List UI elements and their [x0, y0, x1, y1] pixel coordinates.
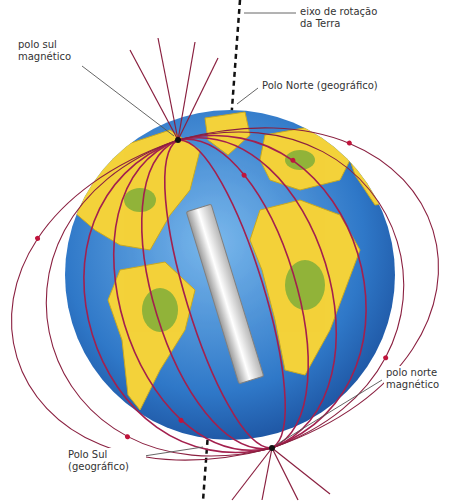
callout-label: polo norte magnético	[384, 366, 456, 392]
field-line	[110, 140, 272, 469]
field-line	[178, 99, 405, 447]
field-line	[178, 119, 340, 448]
dipole-field	[0, 76, 466, 501]
field-line	[158, 38, 178, 140]
field-line	[78, 140, 273, 479]
field-line	[141, 140, 272, 459]
leader-line	[276, 380, 382, 445]
leader-line	[244, 13, 296, 14]
field-line	[272, 448, 298, 500]
green-patch	[124, 188, 156, 212]
field-line	[262, 448, 272, 500]
field-arrow-dots	[34, 140, 415, 448]
field-line	[178, 87, 444, 448]
field-dot	[346, 140, 352, 146]
field-dot	[34, 235, 40, 241]
asia	[340, 130, 410, 205]
callout-label: Polo Norte (geográfico)	[260, 79, 380, 93]
callout-label: Polo Sul (geográfico)	[66, 448, 146, 474]
pole-marker	[175, 137, 181, 143]
leader-line	[144, 447, 203, 456]
field-line	[178, 58, 218, 140]
field-line	[178, 42, 195, 140]
field-line	[130, 50, 178, 140]
green-patch	[285, 150, 315, 170]
field-line	[6, 140, 272, 501]
field-line	[0, 140, 272, 501]
field-line	[178, 76, 466, 448]
outer-field-lines	[0, 76, 466, 501]
callout-label: polo sul magnético	[16, 38, 86, 64]
field-line	[178, 109, 373, 448]
pole-marker	[269, 445, 275, 451]
field-line	[178, 129, 309, 448]
field-dot	[124, 434, 130, 440]
field-dot	[290, 157, 296, 163]
africa	[250, 200, 360, 375]
field-dot	[383, 355, 389, 361]
leader-lines	[82, 13, 382, 456]
inner-field-lines	[45, 99, 405, 488]
field-line	[272, 448, 330, 494]
bar-magnet	[186, 204, 263, 384]
north-america	[60, 130, 200, 250]
leader-line	[237, 88, 258, 104]
callout-label: eixo de rotação da Terra	[298, 5, 394, 31]
field-dot	[178, 417, 184, 423]
field-line	[45, 140, 272, 488]
continents	[60, 112, 410, 410]
field-dot	[241, 172, 247, 178]
leader-line	[82, 66, 174, 136]
